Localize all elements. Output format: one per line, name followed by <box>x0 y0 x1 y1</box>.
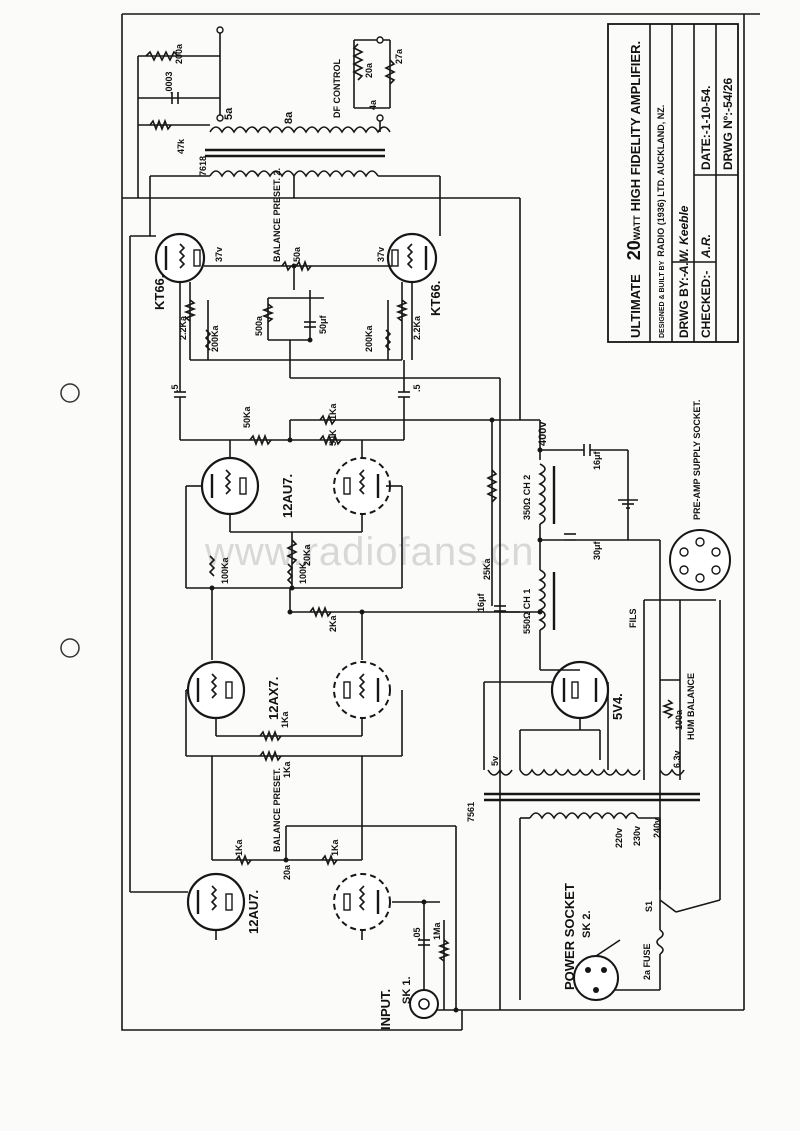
label-balance-output: BALANCE PRESET. 2. <box>272 168 282 262</box>
label-r1k-mid2: 1Ka <box>282 760 292 778</box>
label-v400: 400v <box>537 421 549 446</box>
tube-12au7-driver <box>200 456 391 516</box>
label-df-control: DF CONTROL <box>332 59 342 118</box>
label-r27a: 27a <box>394 48 404 64</box>
label-r50k-right: 50K <box>328 429 338 446</box>
label-r50k-left: 50Ka <box>242 405 252 428</box>
label-v37-left: 37v <box>214 247 224 262</box>
title-main: 20 <box>624 240 644 260</box>
power-supply-section <box>486 419 638 670</box>
mains-transformer <box>484 768 700 1000</box>
tube-kt66-right <box>386 232 438 284</box>
tube-label-12au7-input: 12AU7. <box>246 890 261 934</box>
punch-hole-top <box>60 383 80 403</box>
title-block: ULTIMATE 20WATT HIGH FIDELITY AMPLIFIER. D… <box>607 23 739 343</box>
label-c5-left: .5 <box>170 384 180 392</box>
label-v240: 240v <box>652 818 662 838</box>
label-r1k-input-left: 1Ka <box>234 838 244 856</box>
schematic-frame <box>121 14 462 1031</box>
label-hum-balance: HUM BALANCE <box>686 673 696 740</box>
svg-text:ULTIMATE20WATTHIGH FIDELITY AM: ULTIMATE 20WATT HIGH FIDELITY AMPLIFIER. <box>624 41 644 338</box>
label-r20a: 20a <box>364 62 374 78</box>
drawn-by: A.W. Keeble <box>677 205 691 275</box>
label-r1m: 1Ma <box>432 921 442 940</box>
label-r1k-mid: 1Ka <box>280 710 290 728</box>
label-r50a: 50a <box>292 246 302 262</box>
label-fuse: 2a FUSE <box>642 943 652 980</box>
designer: RADIO (1936) LTD. AUCKLAND, NZ. <box>656 105 666 257</box>
label-r20a-input: 20a <box>282 864 292 880</box>
label-t7618: 7618 <box>198 156 208 176</box>
tube-label-5v4: 5V4. <box>610 693 625 720</box>
label-c05: .05 <box>412 927 422 940</box>
label-balance-input: BALANCE PRESET. <box>272 768 282 852</box>
junction-dots <box>209 263 543 1013</box>
label-c16-mid: 16μf <box>476 592 486 612</box>
label-ch1: 550Ω CH 1 <box>522 589 532 634</box>
label-r1k-input-right: 1Ka <box>330 838 340 856</box>
label-v37-right: 37v <box>376 247 386 262</box>
tube-label-12ax7: 12AX7. <box>266 677 281 720</box>
designer-prefix: DESIGNED & BUILT BY <box>659 260 666 338</box>
label-r200a: 200a <box>174 43 184 64</box>
label-input: INPUT. <box>378 989 393 1030</box>
label-v63: 6.3v <box>672 750 682 768</box>
drawing-number: DRWG Nº:-54/26 <box>721 77 735 170</box>
label-r500a: 500a <box>254 315 264 336</box>
title-prefix: ULTIMATE <box>628 274 643 338</box>
label-sk2: SK 2. <box>581 910 593 938</box>
drawn-label: DRWG BY:- <box>677 273 691 338</box>
label-r2k: 2Ka <box>328 614 338 632</box>
label-r100k-left: 100Ka <box>220 556 230 584</box>
label-r200k-left: 200Ka <box>210 324 220 352</box>
punch-hole-bottom <box>60 638 80 658</box>
watermark: www.radiofans.cn <box>204 530 534 574</box>
tube-label-12au7-driver: 12AU7. <box>280 474 295 518</box>
label-power-socket: POWER SOCKET <box>562 883 577 990</box>
label-c0003: .0003 <box>164 71 174 94</box>
tube-5v4 <box>550 660 610 720</box>
label-r25k: 25Ka <box>482 557 492 580</box>
label-v5: 5v <box>490 756 500 766</box>
label-preamp-socket: PRE-AMP SUPPLY SOCKET. <box>692 400 702 520</box>
date-text: DATE:-1-10-54. <box>699 86 713 170</box>
label-c5-right: .5 <box>412 384 422 392</box>
tube-label-kt66-left: KT66. <box>152 275 167 310</box>
label-r1k-top: 1Ka <box>328 402 338 420</box>
label-fils: FILS <box>628 609 638 629</box>
tube-12ax7 <box>186 660 391 720</box>
label-s1: S1 <box>644 901 654 912</box>
checked-label: CHECKED:- <box>699 271 713 338</box>
label-v220: 220v <box>614 828 624 848</box>
title-watt: WATT <box>632 215 642 240</box>
label-ch2: 350Ω CH 2 <box>522 475 532 520</box>
label-r100k-right: 100K <box>298 562 308 584</box>
title-rest: HIGH FIDELITY AMPLIFIER. <box>628 41 643 211</box>
tube-12au7-input <box>186 872 391 932</box>
label-r2k2-left: 2.2Ka <box>178 315 188 340</box>
svg-text:DESIGNED & BUILT BYRADIO (1936: DESIGNED & BUILT BY RADIO (1936) LTD. AUC… <box>656 105 666 338</box>
label-r100a: 100a <box>674 709 684 730</box>
label-r8a: 8a <box>283 111 295 124</box>
input-jack <box>409 989 439 1019</box>
label-c30: 30μf <box>592 540 602 560</box>
tube-label-kt66-right: KT66. <box>428 281 443 316</box>
label-c16-top: 16μf <box>592 450 602 470</box>
label-r5a: 5a <box>223 107 235 120</box>
label-r20k: 20Ka <box>302 543 312 566</box>
label-v230: 230v <box>632 826 642 846</box>
checked-by: A.R. <box>699 234 713 259</box>
label-sk1: SK 1. <box>401 976 413 1004</box>
label-t7561: 7561 <box>466 802 476 822</box>
label-r2k2-right: 2.2Ka <box>412 315 422 340</box>
label-r4a: 4a <box>368 99 378 110</box>
output-transformer-section <box>122 26 521 420</box>
label-r47k: 47k <box>176 138 186 154</box>
label-c50uf: 50μf <box>318 314 328 334</box>
label-r200k-right: 200Ka <box>364 324 374 352</box>
power-socket <box>573 939 621 1001</box>
